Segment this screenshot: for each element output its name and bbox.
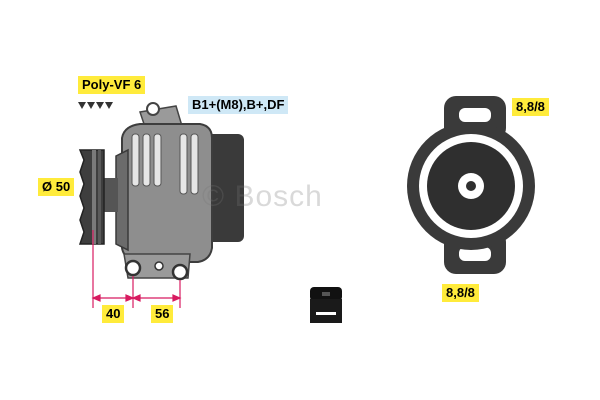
top-bolt-hole (146, 102, 160, 116)
bottom-mount-slot (459, 247, 491, 261)
alternator-side-view (78, 102, 244, 281)
dimension-40-label: 40 (102, 305, 125, 323)
alternator-front-view (407, 96, 535, 274)
watermark: © Bosch (202, 180, 323, 213)
shaft-center (466, 181, 476, 191)
poly-v-icon (78, 102, 113, 109)
dimension-lines (91, 230, 182, 308)
pulley (78, 149, 105, 245)
bottom-right-bolt-hole (171, 263, 189, 281)
small-bolt-hole (154, 261, 164, 271)
pulley-type-label: Poly-VF 6 (78, 76, 146, 94)
front-bracket (115, 148, 129, 252)
bottom-left-bolt-hole (124, 259, 142, 277)
vent-slots (131, 133, 199, 195)
dimension-56-label: 56 (151, 305, 174, 323)
pulley-diameter-label: Ø 50 (38, 178, 75, 196)
mount-top-label: 8,8/8 (512, 98, 549, 116)
mount-bottom-label: 8,8/8 (442, 284, 479, 302)
shaft (104, 178, 118, 212)
terminals-label: B1+(M8),B+,DF (188, 96, 289, 114)
top-mount-slot (459, 108, 491, 122)
connector-plug-icon (310, 287, 342, 323)
